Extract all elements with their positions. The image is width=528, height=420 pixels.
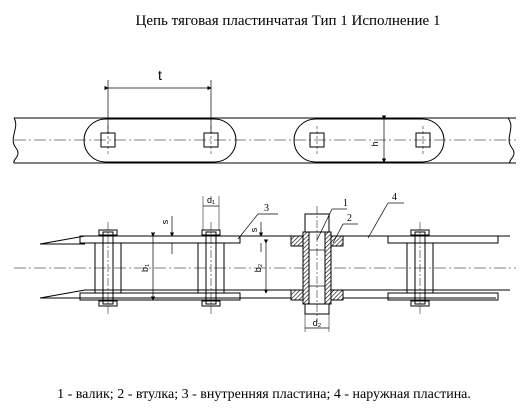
roller-dia-label: d₁: [207, 195, 215, 205]
inner-width-label: b₁: [140, 264, 150, 272]
inner-plate-1: [79, 235, 241, 244]
inner-thickness-label: s: [249, 227, 259, 232]
outer-plate-top-1: [83, 118, 237, 163]
outer-thickness-label: s: [160, 219, 170, 224]
inner-plate-4: [387, 292, 499, 301]
drawing-title: Цепь тяговая пластинчатая Тип 1 Исполнен…: [136, 13, 441, 29]
pitch-label: t: [158, 67, 162, 83]
top-view: [12, 80, 516, 164]
callout-4: 4: [392, 192, 397, 203]
side-view: [14, 196, 516, 332]
bush-dia-label: d₂: [313, 318, 322, 328]
inner-gap-label: b₂: [253, 263, 263, 272]
outer-plate-top-2: [293, 118, 445, 163]
callout-1: 1: [343, 198, 348, 209]
height-label: h: [370, 141, 380, 146]
inner-plate-2: [79, 292, 241, 301]
callout-2: 2: [347, 213, 352, 224]
callout-3: 3: [264, 203, 269, 214]
inner-plate-3: [387, 235, 499, 244]
legend-caption: 1 - валик; 2 - втулка; 3 - внутренняя пл…: [57, 387, 471, 402]
